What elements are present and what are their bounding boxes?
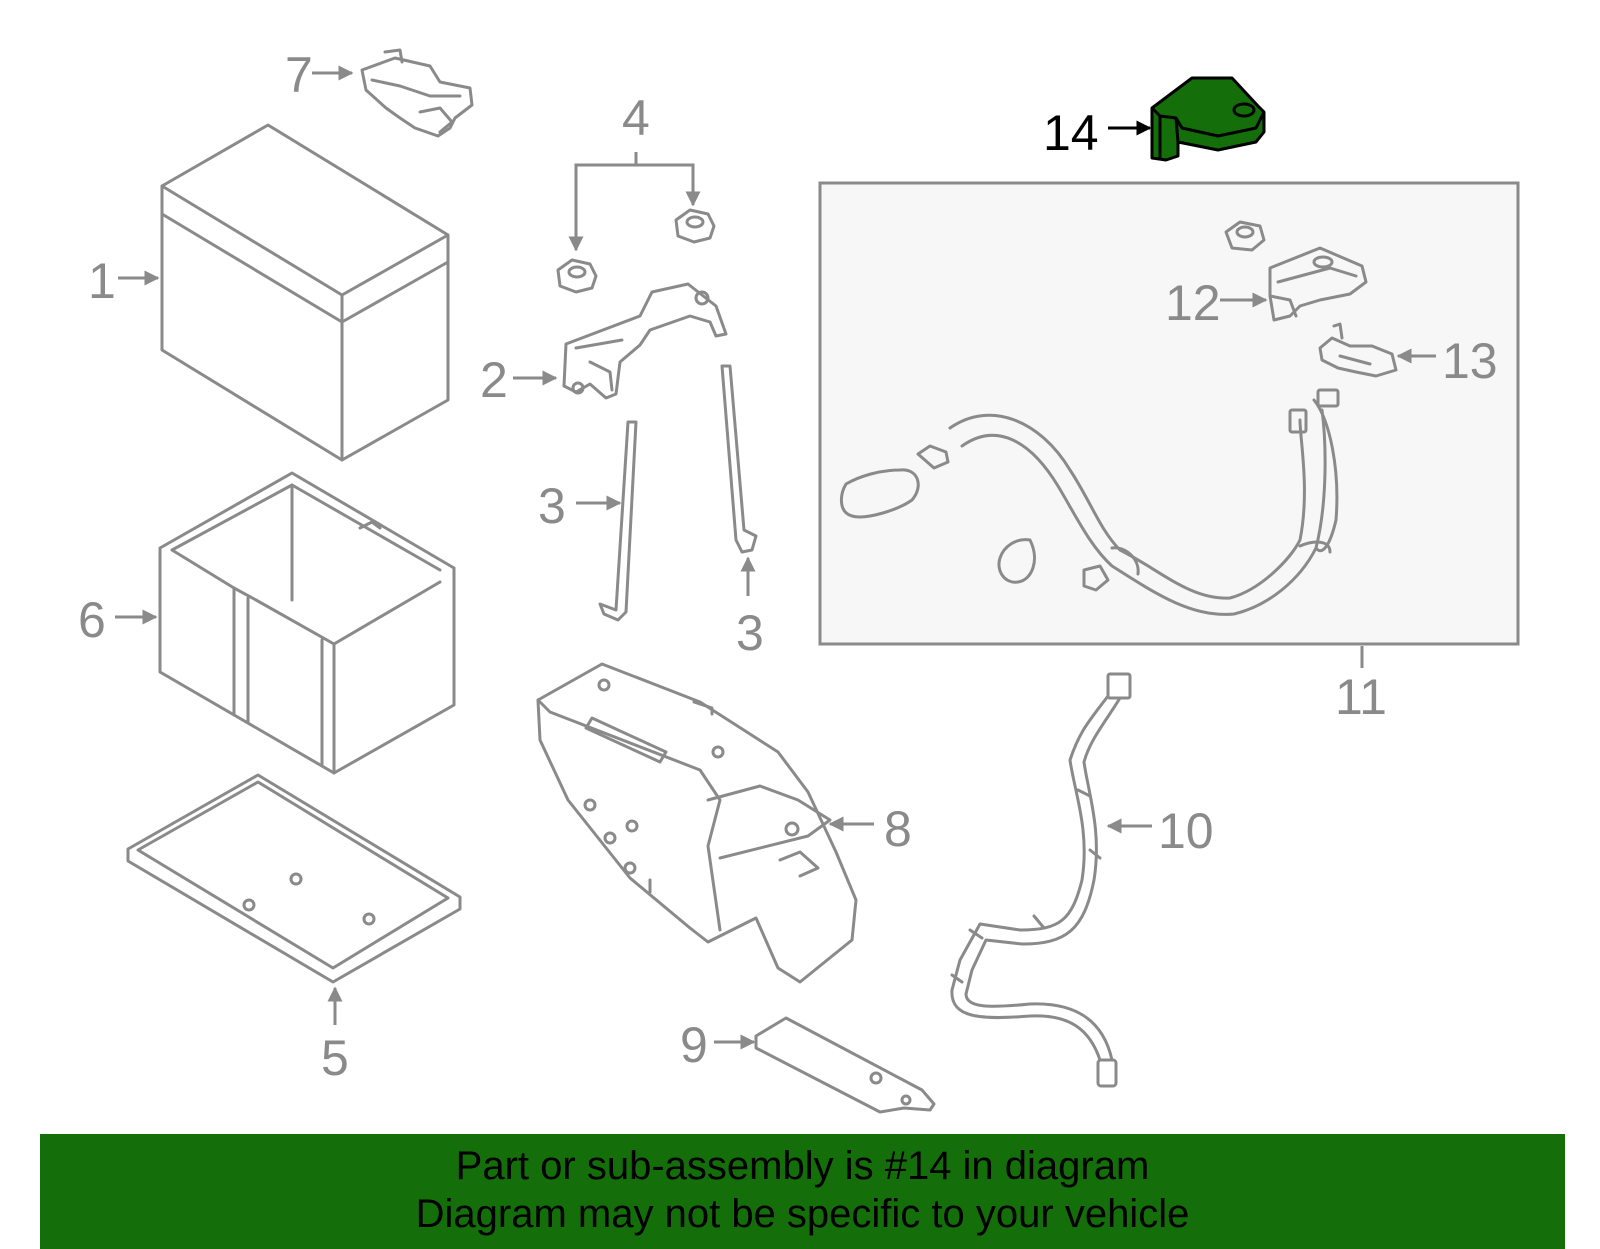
part-3-jbolt-right[interactable] [720, 364, 758, 554]
part-6-battery-box[interactable] [158, 471, 456, 775]
callout-14: 14 [1043, 105, 1152, 161]
callout-10-label: 10 [1158, 803, 1214, 859]
part-10-cable[interactable] [950, 672, 1132, 1088]
part-4-nut-right[interactable] [674, 208, 716, 244]
callout-13-label: 13 [1442, 333, 1498, 389]
callout-10: 10 [1106, 803, 1214, 859]
callout-3b-label: 3 [736, 605, 764, 661]
info-banner: Part or sub-assembly is #14 in diagram D… [40, 1134, 1565, 1249]
callout-14-label: 14 [1043, 105, 1099, 161]
callout-5: 5 [321, 986, 349, 1086]
callout-4: 4 [568, 90, 701, 252]
callout-9-label: 9 [680, 1017, 708, 1073]
callout-3b: 3 [736, 556, 764, 661]
callout-5-label: 5 [321, 1030, 349, 1086]
callout-6: 6 [78, 592, 158, 648]
banner-line-1: Part or sub-assembly is #14 in diagram [455, 1144, 1150, 1188]
part-14-terminal-cover[interactable] [1150, 76, 1266, 162]
part-2-bracket[interactable] [562, 282, 728, 400]
part-3-jbolt-left[interactable] [598, 420, 638, 622]
callout-4-label: 4 [622, 90, 650, 146]
callout-8: 8 [828, 801, 912, 857]
callout-12-label: 12 [1165, 275, 1221, 331]
callout-2-label: 2 [480, 352, 508, 408]
callout-11: 11 [1335, 646, 1387, 725]
part-1-battery[interactable] [160, 123, 450, 462]
subassembly-11-box[interactable] [818, 181, 1520, 646]
callout-7: 7 [285, 47, 354, 103]
callout-11-label: 11 [1335, 669, 1387, 725]
banner-line-2: Diagram may not be specific to your vehi… [415, 1192, 1190, 1236]
callout-6-label: 6 [78, 592, 106, 648]
part-8-support[interactable] [536, 662, 858, 984]
callout-1-label: 1 [88, 253, 116, 309]
callout-8-label: 8 [884, 801, 912, 857]
part-7-sensor[interactable] [360, 48, 474, 138]
callout-7-label: 7 [285, 47, 313, 103]
callout-9: 9 [680, 1017, 756, 1073]
callout-3a: 3 [538, 478, 622, 534]
callout-3a-label: 3 [538, 478, 566, 534]
part-12-terminal[interactable] [1224, 220, 1368, 322]
callout-12: 12 [1165, 275, 1268, 331]
part-13-terminal[interactable] [1318, 322, 1398, 378]
part-5-tray-pad[interactable] [126, 773, 462, 984]
callout-1: 1 [88, 253, 160, 309]
callout-2: 2 [480, 352, 558, 408]
part-4-nut-left[interactable] [556, 258, 598, 294]
part-9-plate[interactable] [754, 1016, 936, 1114]
callout-13: 13 [1396, 333, 1498, 389]
